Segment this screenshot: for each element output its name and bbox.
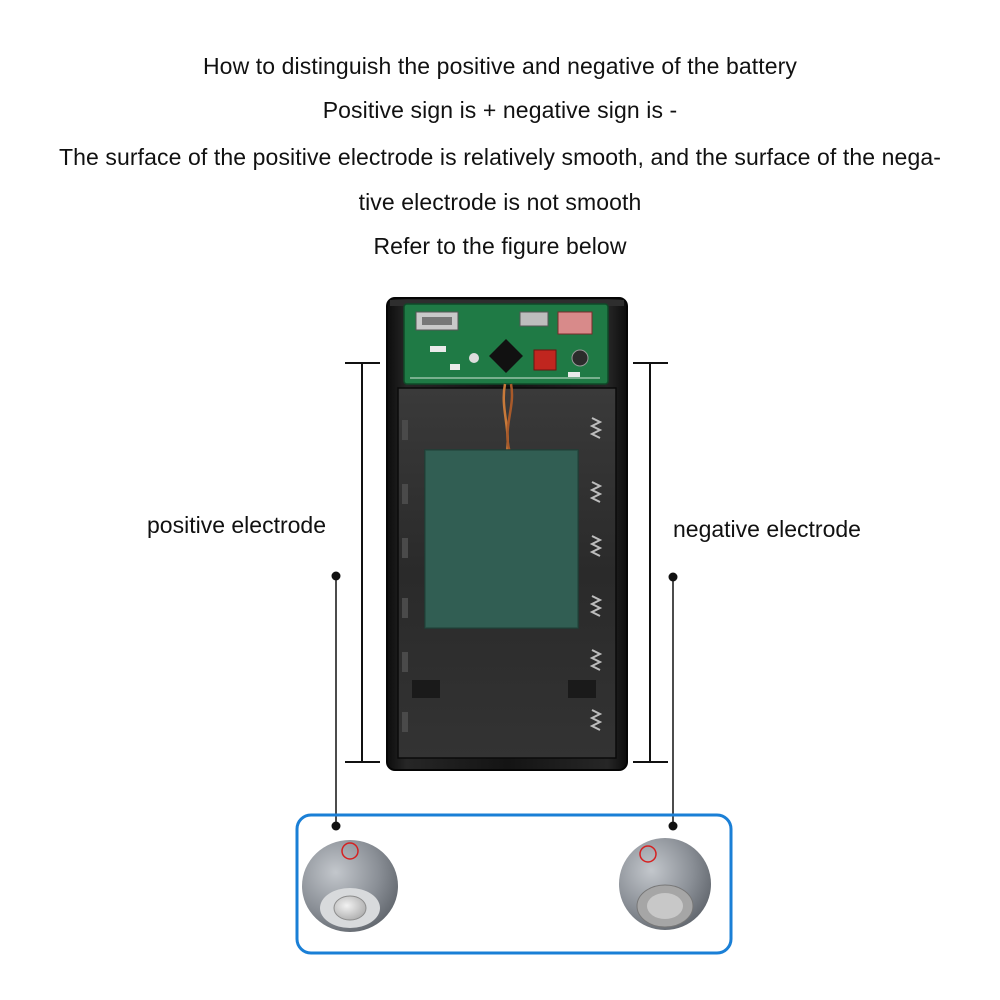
positive-leader-line — [331, 571, 341, 831]
pcb-board — [403, 303, 609, 385]
micro-usb-port-icon — [519, 311, 549, 327]
negative-marker-icon — [639, 845, 657, 863]
positive-bracket — [345, 362, 380, 763]
instruction-line-2: Positive sign is + negative sign is - — [322, 97, 678, 123]
negative-electrode-label: negative electrode — [673, 516, 861, 542]
negative-battery-end — [619, 838, 711, 930]
negative-leader-line — [668, 572, 678, 831]
positive-electrode-label: positive electrode — [147, 512, 326, 538]
negative-bracket — [633, 362, 668, 763]
spring-contacts — [589, 417, 603, 731]
instruction-line-4: tive electrode is not smooth — [358, 189, 642, 215]
usb-output-port-icon — [557, 311, 593, 335]
chip-icon — [489, 339, 523, 373]
positive-battery-end — [302, 840, 398, 932]
callout-box — [295, 813, 733, 955]
instruction-line-5: Refer to the figure below — [373, 233, 627, 259]
instruction-line-3: The surface of the positive electrode is… — [58, 144, 941, 170]
insulator-sheet — [424, 449, 579, 629]
positive-marker-icon — [341, 842, 359, 860]
battery-clips — [412, 680, 596, 698]
instruction-line-1: How to distinguish the positive and nega… — [202, 53, 798, 79]
capacitor-icon — [533, 349, 557, 371]
flat-contacts — [402, 420, 408, 732]
